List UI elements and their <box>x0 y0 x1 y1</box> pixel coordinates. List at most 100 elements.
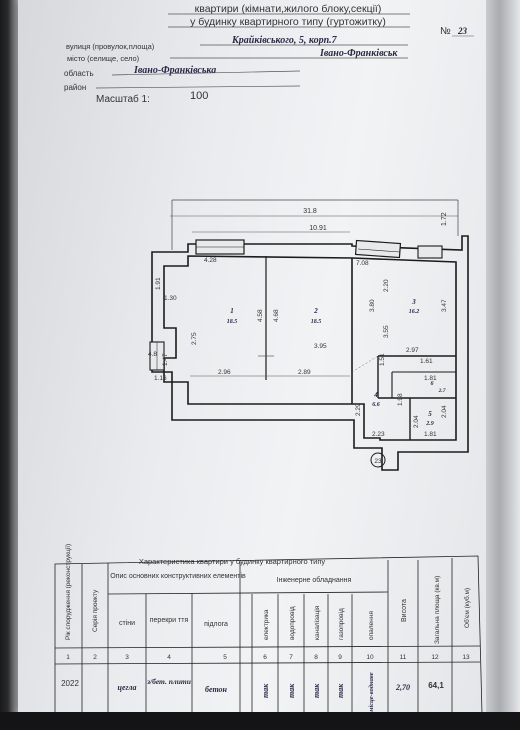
dim-left-low2: 1.47 <box>162 353 169 366</box>
num-9: 9 <box>338 654 342 661</box>
street-label: вулиця (провулок,площа) <box>66 42 155 51</box>
room-3-number: 3 <box>411 298 416 306</box>
val-water: так <box>287 683 296 698</box>
col-series: Серія проекту <box>91 589 99 632</box>
room-4-area: 6.6 <box>372 402 380 408</box>
dim-bot-h: 2.04 <box>441 405 448 418</box>
col-height: Висота <box>401 599 408 622</box>
col-walls: стіни <box>119 619 135 627</box>
num-2: 2 <box>93 654 97 661</box>
num-10: 10 <box>366 654 374 661</box>
col-volume: Об'єм (куб.м) <box>463 588 471 628</box>
district-label: район <box>64 83 86 92</box>
col-description: Опис основних конструктивних елементів <box>110 572 246 580</box>
room-6-number: 6 <box>431 381 434 387</box>
room-4-number: 4 <box>373 391 378 399</box>
dim-bot-w2: 1.81 <box>424 431 437 438</box>
dim-overall-top: 31.8 <box>303 208 317 215</box>
val-year: 2022 <box>61 679 79 688</box>
col-year: Рік спорудження (реконструкції) <box>64 544 72 640</box>
room-3-area: 16.2 <box>409 309 420 315</box>
num-7: 7 <box>289 654 293 661</box>
val-sewer: так <box>312 683 321 698</box>
val-floors: з/бет. плити <box>146 677 191 686</box>
val-gas: так <box>336 683 345 698</box>
city-value: Івано-Франківськ <box>319 48 398 59</box>
val-electric: так <box>261 683 270 698</box>
dim-right-top: 1.72 <box>441 212 448 226</box>
photo-bottom-edge <box>0 712 520 730</box>
number-value: 23 <box>457 26 468 36</box>
val-floor: бетон <box>205 685 228 694</box>
scale-label: Масштаб 1: <box>96 93 150 105</box>
val-area: 64,1 <box>428 681 444 690</box>
room-5-number: 5 <box>428 410 432 418</box>
dim-corr-w: 1.98 <box>397 393 404 406</box>
floor-plan: 31.8 10.91 1.72 4.28 <box>148 199 469 471</box>
dim-hall-w: 3.55 <box>383 325 390 338</box>
num-1: 1 <box>66 654 70 661</box>
dim-right-vert1: 2.20 <box>383 279 390 292</box>
dim-bottom-mid: 2.89 <box>298 369 311 376</box>
val-height: 2,70 <box>395 683 410 692</box>
num-3: 3 <box>125 654 129 661</box>
room-2-area: 18.5 <box>311 319 322 325</box>
region-value: Івано-Франківська <box>133 65 216 76</box>
dim-hall-h: 2.97 <box>406 347 419 354</box>
col-heating: опалення <box>368 611 375 640</box>
room-1-number: 1 <box>230 307 234 315</box>
num-6: 6 <box>263 654 267 661</box>
dim-left-low1: 4.8 <box>148 351 157 358</box>
region-label: область <box>64 69 94 78</box>
dim-left-niche: 1.30 <box>164 295 177 302</box>
dim-bath-w2: 1.81 <box>424 375 437 382</box>
col-floor: підлога <box>204 620 228 628</box>
dim-right-vert3: 3.47 <box>441 299 448 312</box>
dim-left-mid: 2.75 <box>191 332 198 345</box>
num-4: 4 <box>167 654 171 661</box>
col-electric: електрика <box>263 609 270 640</box>
col-area: Загальна площа (кв.м) <box>434 576 441 644</box>
num-8: 8 <box>314 654 318 661</box>
city-label: місто (селище, село) <box>67 54 140 63</box>
page-edge <box>486 0 520 730</box>
val-walls: цегла <box>118 683 137 692</box>
dim-left-upper: 1.91 <box>155 277 162 290</box>
dim-room-top-left: 4.28 <box>204 257 217 264</box>
dim-wall-height-1: 4.58 <box>257 309 264 322</box>
val-heating: місце-воднаве <box>368 672 375 713</box>
dim-wall-height-2: 4.68 <box>273 309 280 322</box>
entrance-marker: 23 <box>374 458 382 465</box>
header-line1: квартири (кімнати,жилого блоку,секції) <box>195 3 382 15</box>
table-title: Характеристика квартири у будинку кварти… <box>139 557 326 566</box>
dim-bot-w1: 2.23 <box>372 431 385 438</box>
dim-right-vert2: 3.80 <box>369 299 376 312</box>
room-6-area: 2.7 <box>438 388 446 394</box>
col-water: водопровід <box>288 606 296 640</box>
col-sewer: каналізація <box>313 605 321 640</box>
dim-wc-h: 2.04 <box>413 415 420 428</box>
room-2-number: 2 <box>313 307 318 315</box>
dim-bottom-left: 2.96 <box>218 369 231 376</box>
dim-room-top-right: 7.08 <box>356 260 369 267</box>
col-gas: газопровід <box>337 608 345 640</box>
dim-balcony: 10.91 <box>309 225 327 232</box>
number-label: № <box>440 26 451 37</box>
num-11: 11 <box>400 654 407 661</box>
room-1-area: 18.5 <box>227 319 238 325</box>
dim-left-bottom: 1.16 <box>154 375 167 382</box>
col-engineering: Інженерне обладнання <box>277 576 352 584</box>
characteristics-table: Характеристика квартири у будинку кварти… <box>54 544 483 715</box>
scale-value: 100 <box>190 90 208 102</box>
dim-bath-w1: 1.61 <box>420 358 433 365</box>
col-floors: перекри ття <box>150 617 189 624</box>
dim-corr-h: 2.29 <box>355 403 362 416</box>
num-13: 13 <box>462 654 470 661</box>
dim-center-width: 3.95 <box>314 343 327 350</box>
num-5: 5 <box>223 654 227 661</box>
street-value: Крайківського, 5, корп.7 <box>231 35 338 46</box>
num-12: 12 <box>431 654 439 661</box>
dim-bath-h: 1.51 <box>379 353 386 366</box>
